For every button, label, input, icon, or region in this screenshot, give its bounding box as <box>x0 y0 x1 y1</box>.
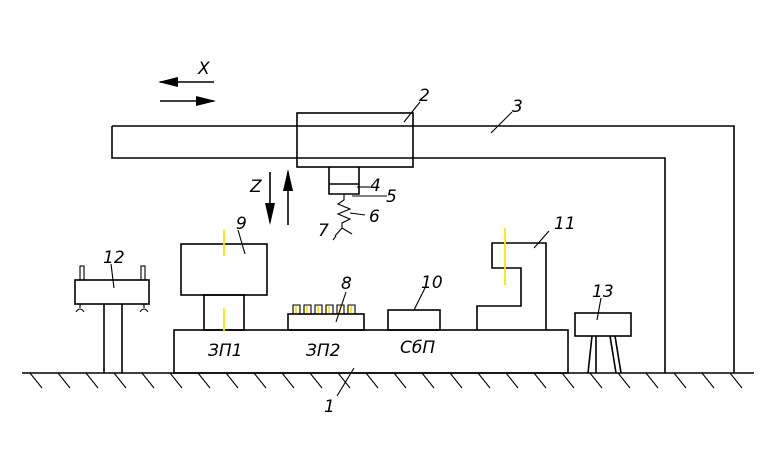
callout-13: 13 <box>592 282 614 302</box>
marker-station-8 <box>295 306 352 313</box>
gripper <box>332 194 353 241</box>
station-12 <box>74 265 150 373</box>
station-10 <box>387 309 441 331</box>
callout-12: 12 <box>103 248 125 268</box>
tool-head <box>328 167 360 195</box>
z-axis-arrows <box>265 169 293 225</box>
callout-4: 4 <box>370 176 381 196</box>
callout-3: 3 <box>512 97 523 117</box>
callout-7: 7 <box>318 221 329 241</box>
carriage <box>296 112 414 168</box>
callout-9: 9 <box>236 214 247 234</box>
zone-zp1-label: ЗП1 <box>208 341 243 361</box>
x-axis-label: X <box>197 59 210 79</box>
zone-sbp-label: СбП <box>400 338 435 358</box>
station-13 <box>574 312 632 374</box>
gantry-beam <box>111 125 735 373</box>
station-8-comb <box>292 304 356 314</box>
station-8-plate <box>287 313 365 331</box>
callout-10: 10 <box>421 273 443 293</box>
zone-zp2-label: ЗП2 <box>306 341 341 361</box>
x-axis-arrows <box>158 77 216 106</box>
callout-11: 11 <box>554 214 576 234</box>
callout-8: 8 <box>341 274 352 294</box>
base-table <box>173 329 569 374</box>
z-axis-label: Z <box>249 177 262 197</box>
ground-hatching <box>29 372 743 389</box>
station-11-bracket <box>476 242 547 330</box>
callout-5: 5 <box>386 187 397 207</box>
leader-lines <box>110 101 602 397</box>
callout-2: 2 <box>419 86 430 106</box>
callout-6: 6 <box>369 207 380 227</box>
ground <box>22 372 754 389</box>
callout-1: 1 <box>324 397 335 417</box>
